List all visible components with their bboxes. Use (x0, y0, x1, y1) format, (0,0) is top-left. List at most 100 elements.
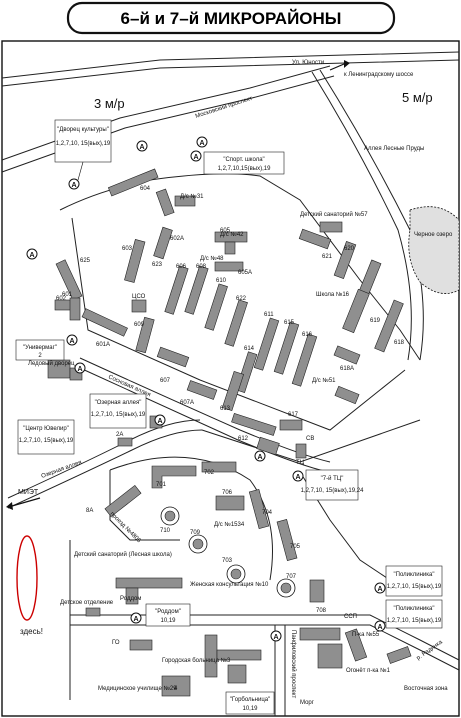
svg-text:705: 705 (290, 544, 301, 550)
svg-text:A: A (295, 474, 300, 481)
stop-gorbolnitsa[interactable]: "Горбольница" 10,19 (225, 691, 275, 715)
map-frame (1, 40, 460, 717)
svg-text:613: 613 (220, 406, 231, 412)
svg-text:605: 605 (220, 228, 231, 234)
svg-text:"7-й ТЦ": "7-й ТЦ" (321, 475, 344, 482)
building-ognenny (386, 646, 412, 664)
building-morg (317, 643, 343, 669)
svg-text:A: A (377, 624, 382, 631)
svg-text:1,2,7,10, 15(вых),19: 1,2,7,10, 15(вых),19 (91, 412, 146, 418)
svg-text:10,19: 10,19 (242, 706, 258, 712)
building-8a (104, 484, 142, 518)
stop-tsentr-yuvelir[interactable]: "Центр Ювелир" 1,2,7,10, 15(вых),19 (17, 419, 75, 455)
building-611 (253, 317, 280, 371)
arrow-leningrad (329, 63, 345, 71)
building-605b (224, 241, 236, 255)
ognenny-label: Огонёт п-ка №1 (346, 667, 391, 674)
bus-stop-icon: A (154, 414, 166, 426)
stop-roddom[interactable]: "Роддом" 10,19 (145, 603, 191, 627)
svg-text:"Озерная аллея": "Озерная аллея" (95, 400, 142, 406)
svg-text:625: 625 (80, 258, 91, 264)
svg-text:607: 607 (160, 378, 171, 384)
building-603 (124, 239, 146, 283)
svg-text:2: 2 (38, 353, 42, 359)
building-605a (214, 261, 244, 272)
bus-stop-icon: A (190, 150, 202, 162)
building-roddom-b (125, 587, 139, 605)
svg-text:621: 621 (322, 254, 333, 260)
svg-text:607А: 607А (180, 400, 194, 406)
svg-text:1,2,7,10, 15(вых),19,24: 1,2,7,10, 15(вых),19,24 (301, 488, 365, 494)
building-615 (273, 321, 300, 375)
vostochnaya-label: Восточная зона (404, 686, 448, 692)
svg-text:A: A (133, 616, 138, 623)
svg-text:619: 619 (370, 318, 381, 324)
svg-text:A: A (71, 182, 76, 189)
stop-univermag[interactable]: "Универмаг" 2 (15, 339, 65, 361)
roddom-bld-label: Роддом (120, 596, 141, 602)
building-602a (155, 188, 175, 217)
buildings-7 (85, 461, 412, 697)
building-613 (221, 371, 245, 411)
svg-text:710: 710 (160, 528, 171, 534)
svg-text:"Универмаг": "Универмаг" (23, 345, 57, 351)
building-702 (201, 461, 237, 473)
building-618 (374, 299, 404, 353)
building-708 (309, 579, 325, 603)
svg-text:A: A (157, 418, 162, 425)
svg-text:603: 603 (122, 246, 133, 252)
ds42-label: Д/с №42 (220, 231, 244, 238)
morg-label: Морг (300, 700, 315, 706)
svg-text:602: 602 (56, 296, 67, 302)
building-607 (156, 346, 190, 368)
ds1534-label: Д/с №1534 (214, 521, 245, 528)
building-606 (164, 265, 189, 315)
sanatoriy57-label: Детский санаторий №57 (300, 211, 368, 218)
building-2a (117, 437, 133, 447)
stop-7-tc[interactable]: "7-й ТЦ" 1,2,7,10, 15(вых),19,24 (301, 469, 365, 501)
svg-text:618А: 618А (340, 366, 354, 372)
building-roddom (115, 577, 183, 589)
stop-sport-shkola[interactable]: "Спорт. школа" 1,2,7,10,15(вых),19 (203, 151, 285, 175)
svg-text:601А: 601А (96, 342, 110, 348)
bus-stop-icon: A (196, 136, 208, 148)
stop-dvorets-kultury[interactable]: "Дворец культуры" 1,2,7,10, 15(вых),19 (54, 119, 112, 181)
stop-ozernaya-alleya[interactable]: "Озерная аллея" 1,2,7,10, 15(вых),19 (89, 393, 147, 429)
stop-poliklinika-2[interactable]: "Поликлиника" 1,2,7,10, 15(вых),19 (385, 599, 443, 629)
district-5-label: 5 м/р (402, 90, 433, 105)
svg-text:"Дворец культуры": "Дворец культуры" (57, 127, 109, 133)
svg-text:606: 606 (176, 264, 187, 270)
building-601 (69, 297, 81, 321)
stop-poliklinika-1[interactable]: "Поликлиника" 1,2,7,10, 15(вых),19 (385, 565, 443, 597)
svg-text:701: 701 (156, 482, 167, 488)
svg-text:8А: 8А (86, 508, 93, 514)
building-618a (333, 345, 361, 365)
svg-text:615: 615 (284, 320, 295, 326)
building-601a (81, 308, 128, 337)
bus-stop-icon: A (74, 362, 86, 374)
svg-text:709: 709 (190, 530, 201, 536)
svg-text:601: 601 (62, 292, 73, 298)
building-4 (161, 675, 191, 697)
building-620 (333, 240, 357, 280)
svg-text:702: 702 (204, 470, 215, 476)
building-go (129, 639, 153, 651)
building-det-otd (85, 607, 101, 617)
bus-stop-markers[interactable]: A A A A A A A A A A A A A A (26, 136, 386, 642)
building-604 (107, 168, 159, 197)
building-tc (295, 443, 307, 459)
building-612b (256, 436, 280, 456)
svg-text:"Горбольница": "Горбольница" (230, 697, 271, 703)
svg-text:618: 618 (394, 340, 405, 346)
svg-text:616: 616 (302, 332, 313, 338)
building-607a (186, 380, 218, 400)
street-alleya-lesnye: Аллея Лесные Пруды (364, 146, 424, 152)
ds48-label: Д/с №48 (200, 255, 224, 262)
svg-text:1,2,7,10, 15(вых),19: 1,2,7,10, 15(вых),19 (56, 141, 111, 147)
svg-text:623: 623 (152, 262, 163, 268)
svg-text:A: A (377, 586, 382, 593)
svg-text:10,19: 10,19 (160, 618, 176, 624)
p55-label: П-ка №55 (352, 631, 380, 638)
bus-stop-icon: A (66, 334, 78, 346)
svg-text:"Спорт. школа": "Спорт. школа" (223, 157, 264, 163)
